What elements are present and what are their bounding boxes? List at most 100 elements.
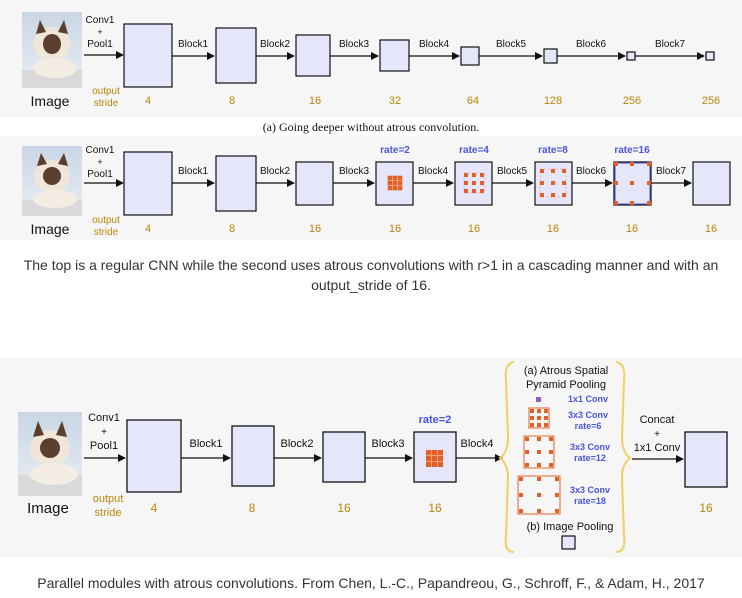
aspp-3x3-rate-12-kernel: [523, 435, 555, 469]
feature-map-b-2: [215, 155, 257, 212]
stem-label-pool-b: Pool1: [87, 169, 113, 180]
rate-label-b-1: rate=2: [380, 145, 410, 156]
stride-value-a-2: 8: [229, 95, 235, 107]
rate-label-b-3: rate=8: [538, 145, 568, 156]
input-label-c: Image: [27, 500, 69, 517]
aspp-branch-3-line1: 3x3 Conv: [570, 442, 610, 452]
aspp-title-line2: Pyramid Pooling: [526, 379, 606, 391]
stride-value-c-2: 8: [249, 501, 256, 515]
block-label-c-2: Block2: [280, 438, 313, 450]
stride-value-c-1: 4: [151, 501, 158, 515]
stride-value-b-2: 8: [229, 223, 235, 235]
aspp-1x1-kernel: [536, 397, 541, 402]
aspp-branch-3-line2: rate=12: [574, 453, 606, 463]
block-label-a-7: Block7: [655, 39, 685, 50]
concat-plus: +: [654, 429, 660, 440]
feature-map-a-8: [705, 51, 715, 61]
concat-label-line1: Concat: [640, 414, 675, 426]
aspp-branch-1-line1: 1x1 Conv: [568, 394, 608, 404]
stride-value-c-5: 16: [699, 501, 713, 515]
diagram-a: Image Conv1 + Pool1 output stride Block1…: [22, 12, 720, 109]
aspp-title-line1: (a) Atrous Spatial: [524, 365, 608, 377]
stride-label-line2: stride: [94, 98, 119, 109]
block-label-c-4: Block4: [460, 438, 493, 450]
atrous-kernel-rate-2: [387, 175, 403, 191]
stride-value-a-7: 256: [623, 95, 641, 107]
block-label-a-5: Block5: [496, 39, 526, 50]
stem-plus-c: +: [101, 427, 107, 438]
block-label-a-3: Block3: [339, 39, 369, 50]
block-label-c-1: Block1: [189, 438, 222, 450]
stride-value-c-3: 16: [337, 501, 351, 515]
input-label-b: Image: [31, 221, 70, 237]
caption-bottom: Parallel modules with atrous convolution…: [37, 575, 705, 591]
aspp-bracket-left: [498, 361, 515, 553]
rate-label-c: rate=2: [419, 414, 452, 426]
stride-value-b-8: 16: [705, 223, 717, 235]
cat-photo-b: [22, 146, 82, 216]
rate-label-b-2: rate=4: [459, 145, 489, 156]
stem-label-pool: Pool1: [87, 39, 113, 50]
block-label-b-4: Block4: [418, 166, 448, 177]
caption-top: The top is a regular CNN while the secon…: [23, 257, 719, 293]
stride-label-b-line2: stride: [94, 227, 119, 238]
stem-label-pool-c: Pool1: [90, 440, 118, 452]
block-label-a-2: Block2: [260, 39, 290, 50]
aspp-branch-2-line1: 3x3 Conv: [568, 410, 608, 420]
stride-value-b-3: 16: [309, 223, 321, 235]
aspp-3x3-rate-18-kernel: [517, 475, 561, 515]
feature-map-c-5: [684, 431, 728, 488]
feature-map-a-5: [460, 46, 480, 66]
feature-map-c-1: [126, 419, 182, 493]
aspp-branch-4-line1: 3x3 Conv: [570, 485, 610, 495]
image-pooling-label: (b) Image Pooling: [527, 521, 614, 533]
stride-value-b-6: 16: [547, 223, 559, 235]
block-label-b-7: Block7: [656, 166, 686, 177]
stride-value-a-6: 128: [544, 95, 562, 107]
stride-value-b-5: 16: [468, 223, 480, 235]
rate-label-b-4: rate=16: [614, 145, 650, 156]
block-label-a-4: Block4: [419, 39, 449, 50]
stride-value-a-5: 64: [467, 95, 479, 107]
subfigure-caption-a: (a) Going deeper without atrous convolut…: [263, 120, 480, 134]
stride-value-a-3: 16: [309, 95, 321, 107]
stride-label-line1: output: [92, 86, 120, 97]
block-label-b-6: Block6: [576, 166, 606, 177]
stride-value-a-4: 32: [389, 95, 401, 107]
feature-map-c-2: [231, 425, 275, 487]
stem-plus: +: [97, 27, 102, 37]
stride-label-b-line1: output: [92, 215, 120, 226]
feature-map-b-8: [692, 161, 731, 206]
aspp-branch-2-line2: rate=6: [575, 421, 602, 431]
stride-value-b-7: 16: [626, 223, 638, 235]
aspp-3x3-rate-6-kernel: [528, 407, 550, 429]
stride-value-a-1: 4: [145, 95, 151, 107]
cat-photo-a: [22, 12, 82, 88]
stem-label-conv-c: Conv1: [88, 412, 120, 424]
feature-map-a-2: [215, 27, 257, 84]
block-label-a-1: Block1: [178, 39, 208, 50]
block-label-b-3: Block3: [339, 166, 369, 177]
feature-map-a-3: [295, 34, 331, 77]
stride-value-b-4: 16: [389, 223, 401, 235]
aspp-bracket-right: [615, 361, 632, 553]
atrous-kernel-rate-4: [463, 172, 485, 194]
feature-map-b-3: [295, 161, 334, 206]
stride-value-c-4: 16: [428, 501, 442, 515]
block-label-b-2: Block2: [260, 166, 290, 177]
feature-map-a-1: [123, 23, 173, 88]
concat-label-line2: 1x1 Conv: [634, 442, 681, 454]
atrous-kernel-rate-8: [539, 168, 567, 198]
stride-label-c-line2: stride: [95, 507, 122, 519]
stride-label-c-line1: output: [93, 493, 124, 505]
stride-value-a-8: 256: [702, 95, 720, 107]
stem-label-conv: Conv1: [86, 15, 115, 26]
cat-photo-c: [18, 412, 82, 496]
feature-map-b-1: [123, 151, 173, 216]
aspp-branch-4-line2: rate=18: [574, 496, 606, 506]
diagram-b: Image Conv1 + Pool1 output stride: [22, 145, 731, 238]
feature-map-a-4: [379, 39, 410, 72]
atrous-kernel-rate-16: [614, 162, 651, 205]
block-label-c-3: Block3: [371, 438, 404, 450]
